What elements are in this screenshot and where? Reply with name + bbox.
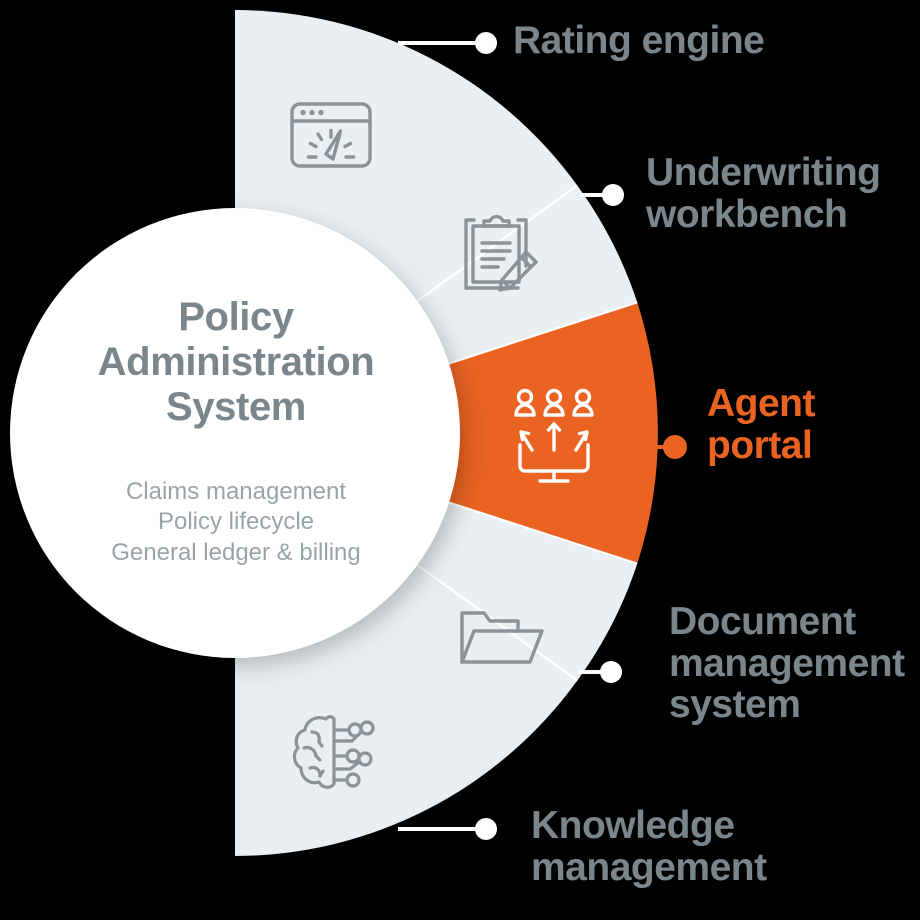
label-rating-engine[interactable]: Rating engine [513, 19, 765, 62]
center-subtitle: Claims management Policy lifecycle Gener… [111, 478, 361, 566]
center-circle [10, 208, 460, 658]
people-monitor-icon [514, 388, 594, 483]
gauge-window-icon [290, 102, 372, 168]
label-document-management-system[interactable]: Document management system [669, 600, 905, 727]
open-folder-icon [460, 611, 544, 664]
label-knowledge-management[interactable]: Knowledge management [531, 804, 767, 889]
brain-circuit-icon [292, 715, 375, 789]
clipboard-pencil-icon [464, 214, 538, 292]
label-underwriting-workbench[interactable]: Underwriting workbench [646, 151, 881, 236]
connector-dot-rating-engine [475, 32, 497, 54]
connector-dot-underwriting-workbench [602, 184, 624, 206]
connector-dot-knowledge-management [475, 818, 497, 840]
connector-group [398, 32, 687, 840]
connector-dot-document-management-system [600, 661, 622, 683]
connector-dot-agent-portal [663, 435, 687, 459]
label-agent-portal[interactable]: Agent portal [707, 382, 816, 467]
center-title: Policy Administration System [97, 295, 375, 430]
